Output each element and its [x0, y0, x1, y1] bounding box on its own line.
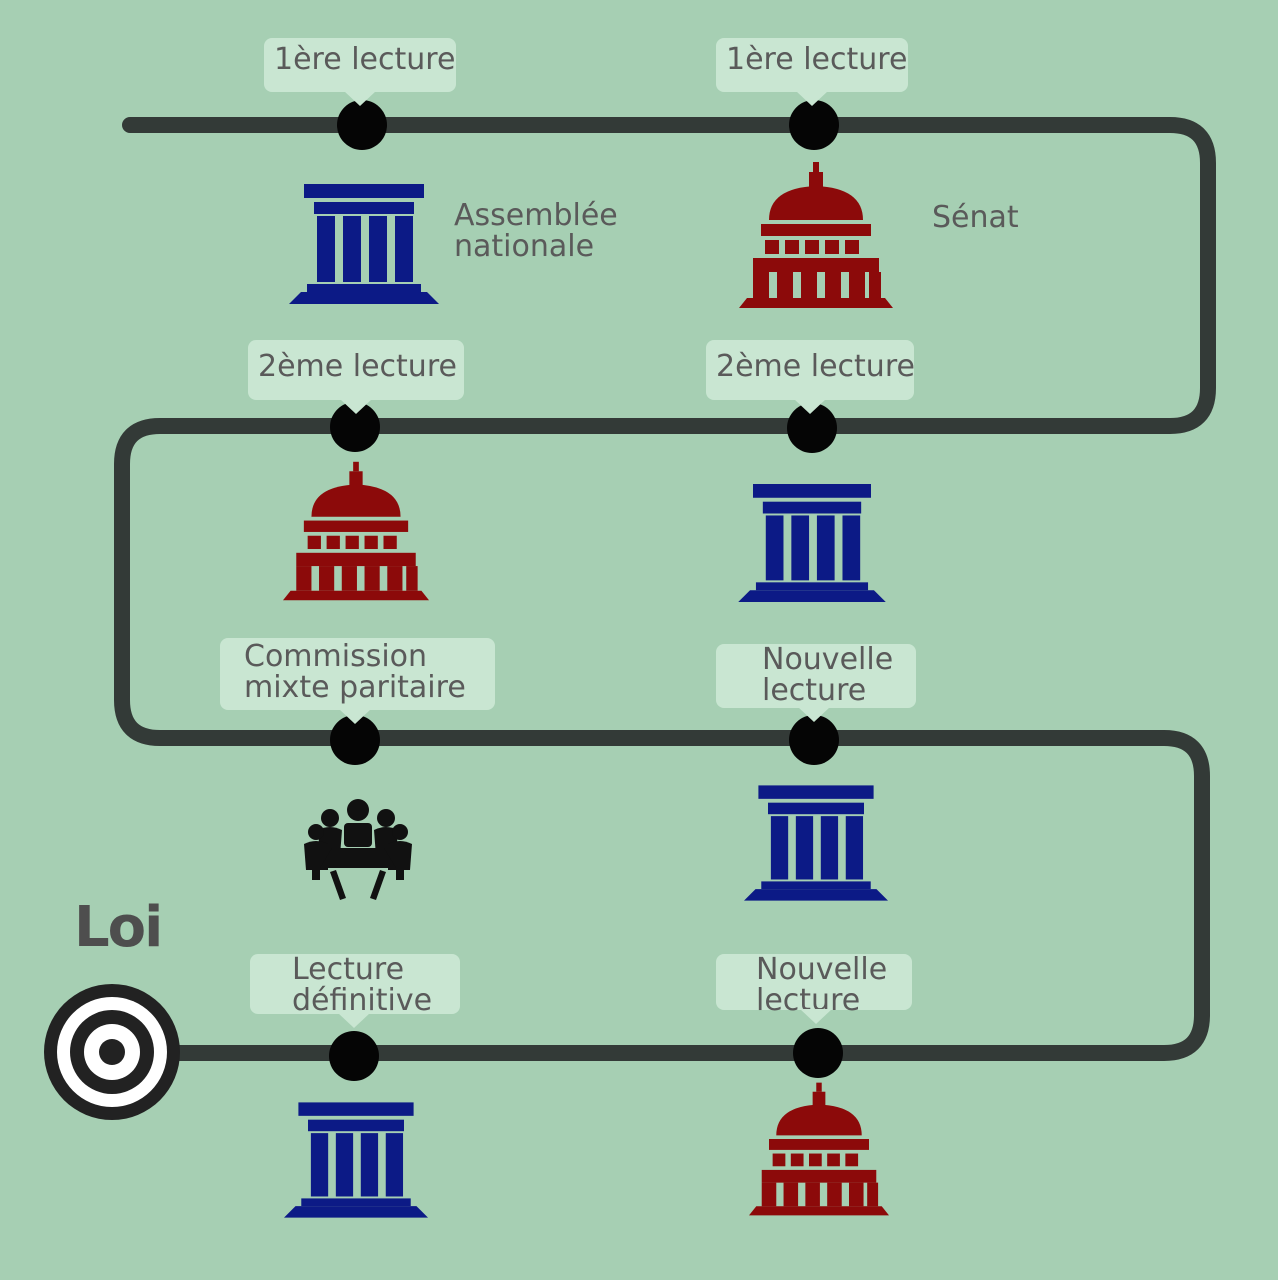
assemblee-building-icon [289, 184, 439, 304]
meeting-table-icon [304, 799, 412, 900]
step-marker-2 [789, 100, 839, 150]
senat-dome-icon [739, 162, 893, 308]
senat-dome-icon [283, 461, 429, 601]
step-3-label: 2ème lecture [248, 340, 464, 414]
step-4-label: 2ème lecture [706, 340, 915, 414]
step-marker-3 [330, 402, 380, 452]
target-icon [44, 984, 180, 1120]
step-marker-4 [787, 403, 837, 453]
step-marker-7 [793, 1028, 843, 1078]
step-marker-6 [789, 715, 839, 765]
step-marker-1 [337, 100, 387, 150]
step-2-label: 1ère lecture [716, 38, 908, 106]
step-marker-8 [329, 1031, 379, 1081]
step-1-label: 1ère lecture [264, 38, 456, 106]
end-label: Loi [74, 895, 163, 960]
senat-dome-icon [749, 1082, 889, 1216]
assemblee-building-icon [738, 484, 886, 602]
assemblee-building-icon [284, 1102, 428, 1218]
senat-label: Sénat [932, 200, 1019, 235]
assemblee-label: Assemblée nationale [454, 198, 618, 264]
step-marker-5 [330, 715, 380, 765]
assemblee-building-icon [744, 785, 888, 901]
